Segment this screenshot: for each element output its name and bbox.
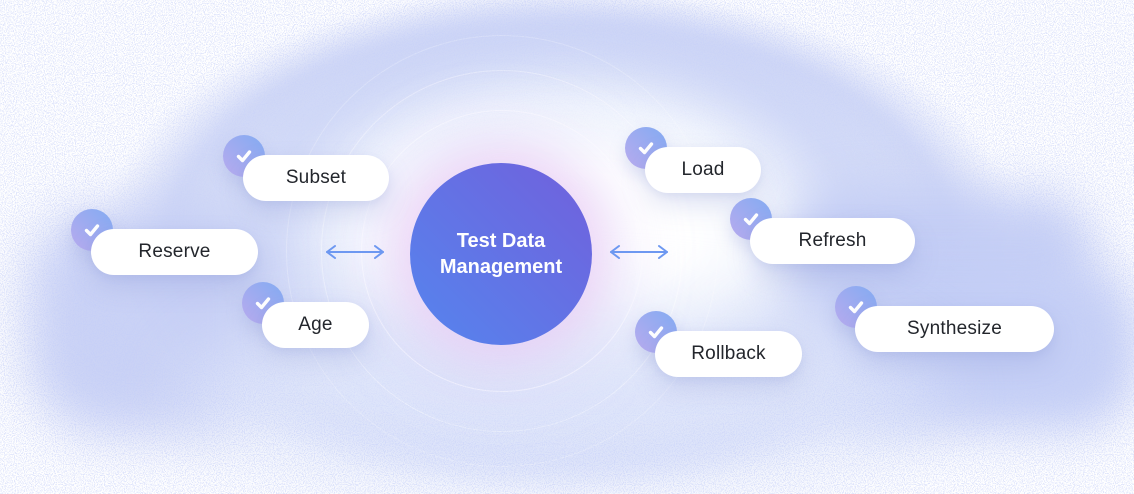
- node-synthesize: Synthesize: [835, 286, 1054, 352]
- node-label: Age: [262, 302, 369, 348]
- node-label: Refresh: [750, 218, 915, 264]
- node-subset: Subset: [223, 135, 389, 201]
- node-label: Rollback: [655, 331, 802, 377]
- double-arrow-icon: [610, 245, 668, 259]
- node-label: Subset: [243, 155, 389, 201]
- double-arrow-icon: [326, 245, 384, 259]
- node-age: Age: [242, 282, 369, 348]
- node-reserve: Reserve: [71, 209, 258, 275]
- node-rollback: Rollback: [635, 311, 802, 377]
- node-load: Load: [625, 127, 761, 193]
- node-refresh: Refresh: [730, 198, 915, 264]
- node-label: Reserve: [91, 229, 258, 275]
- center-label: Test Data Management: [439, 229, 563, 278]
- center-node: Test Data Management: [410, 163, 592, 345]
- node-label: Load: [645, 147, 761, 193]
- node-label: Synthesize: [855, 306, 1054, 352]
